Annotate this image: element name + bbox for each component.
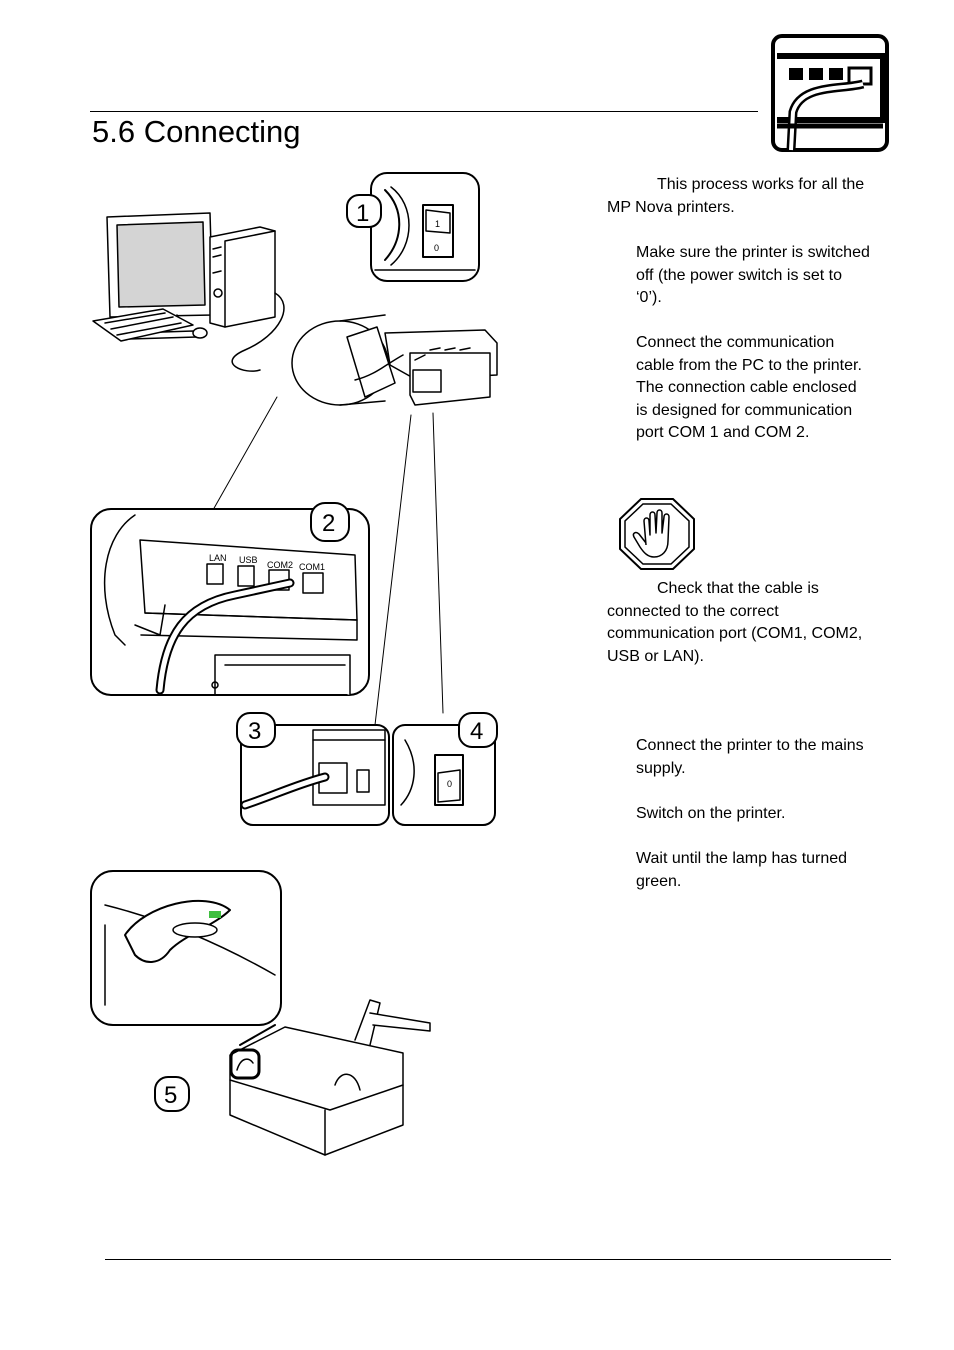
header-rule [90, 111, 758, 112]
step-5-text: Wait until the lamp has turned green. [636, 850, 848, 890]
callout-badge-5: 5 [154, 1076, 190, 1112]
callout-panel-5 [90, 870, 282, 1026]
callout-panel-2: LAN USB COM2 COM1 [90, 508, 370, 696]
intro-paragraph: This process works for all the MP Nova p… [607, 176, 865, 216]
callout-panel-3 [240, 724, 390, 826]
step-4-text: Switch on the printer. [636, 805, 786, 822]
callout-badge-4: 4 [458, 712, 498, 748]
svg-text:LAN: LAN [209, 553, 227, 563]
svg-text:5: 5 [164, 1082, 177, 1109]
printer-rear-view [291, 314, 498, 406]
callout-badge-2: 2 [310, 502, 350, 542]
callout-badge-3: 3 [236, 712, 276, 748]
svg-text:0: 0 [434, 243, 439, 253]
svg-text:1: 1 [356, 200, 369, 227]
svg-text:4: 4 [470, 718, 483, 745]
svg-text:1: 1 [435, 219, 440, 229]
svg-text:2: 2 [322, 510, 335, 537]
warning-paragraph: Check that the cable is connected to the… [607, 580, 863, 665]
callout-panel-1: 1 0 [370, 172, 480, 282]
step-3-text: Connect the printer to the mains supply. [636, 737, 864, 777]
pc-tower [209, 226, 276, 328]
svg-text:COM1: COM1 [299, 562, 325, 572]
connection-illustration: 1 0 1 LAN USB COM2 COM1 [90, 172, 498, 1156]
footer-rule [105, 1259, 891, 1260]
svg-text:3: 3 [248, 718, 261, 745]
cable-connection-icon [771, 34, 889, 152]
stop-hand-icon [619, 498, 695, 570]
section-title: 5.6 Connecting [92, 114, 301, 149]
callout-badge-1: 1 [346, 194, 382, 228]
callout-panel-4: 0 [392, 724, 496, 826]
pc-keyboard [92, 308, 208, 342]
printer-front-view [229, 999, 431, 1156]
svg-text:0: 0 [447, 779, 452, 789]
step-2-text: Connect the communication cable from the… [636, 334, 862, 441]
step-1-text: Make sure the printer is switched off (t… [636, 244, 870, 306]
svg-text:COM2: COM2 [267, 560, 293, 570]
svg-text:USB: USB [239, 555, 258, 565]
